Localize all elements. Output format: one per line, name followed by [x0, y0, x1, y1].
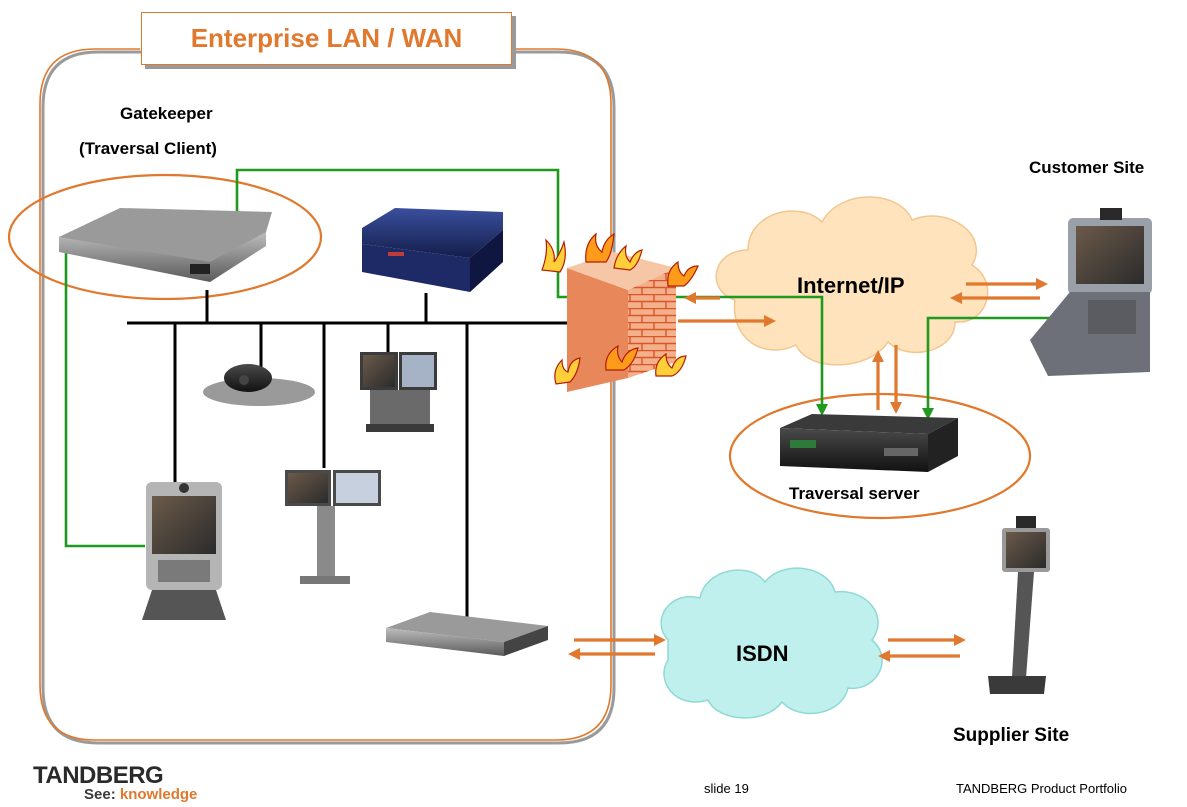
mcu-device: [362, 208, 503, 292]
portfolio-caption: TANDBERG Product Portfolio: [956, 781, 1127, 796]
gatekeeper-highlight: [7, 173, 323, 301]
stand-display-system: [285, 470, 381, 584]
supplier-site-label: Supplier Site: [953, 725, 1070, 746]
slide-number: slide 19: [704, 781, 749, 796]
traversal-server-label: Traversal server: [789, 484, 920, 503]
internet-label: Internet/IP: [797, 273, 905, 298]
traversal-client-label: (Traversal Client): [79, 139, 217, 158]
flame-icons: [541, 232, 699, 385]
isdn-cloud: [660, 567, 883, 719]
enterprise-region: [39, 48, 616, 745]
customer-endpoint: [1030, 208, 1152, 376]
customer-site-label: Customer Site: [1029, 158, 1145, 177]
traversal-server-highlight: [728, 392, 1032, 520]
camera-device: [203, 364, 315, 406]
supplier-endpoint: [988, 516, 1050, 694]
isdn-gateway-device: [386, 612, 548, 656]
enterprise-title: Enterprise LAN / WAN: [141, 12, 512, 65]
brand-tagline: See: knowledge: [84, 786, 197, 803]
isdn-label: ISDN: [736, 641, 789, 666]
traversal-server-device: [780, 414, 958, 472]
signaling-paths: [64, 168, 1062, 548]
gatekeeper-label: Gatekeeper: [120, 104, 213, 123]
gatekeeper-device: [59, 208, 272, 282]
dual-screen-system: [360, 352, 437, 432]
brand-logo: TANDBERG: [33, 762, 164, 789]
tagline-prefix: See:: [84, 786, 116, 803]
lan-bus: [127, 290, 582, 620]
tagline-word: knowledge: [119, 786, 198, 803]
desktop-video-unit: [142, 482, 226, 620]
media-arrows: [568, 278, 1048, 662]
